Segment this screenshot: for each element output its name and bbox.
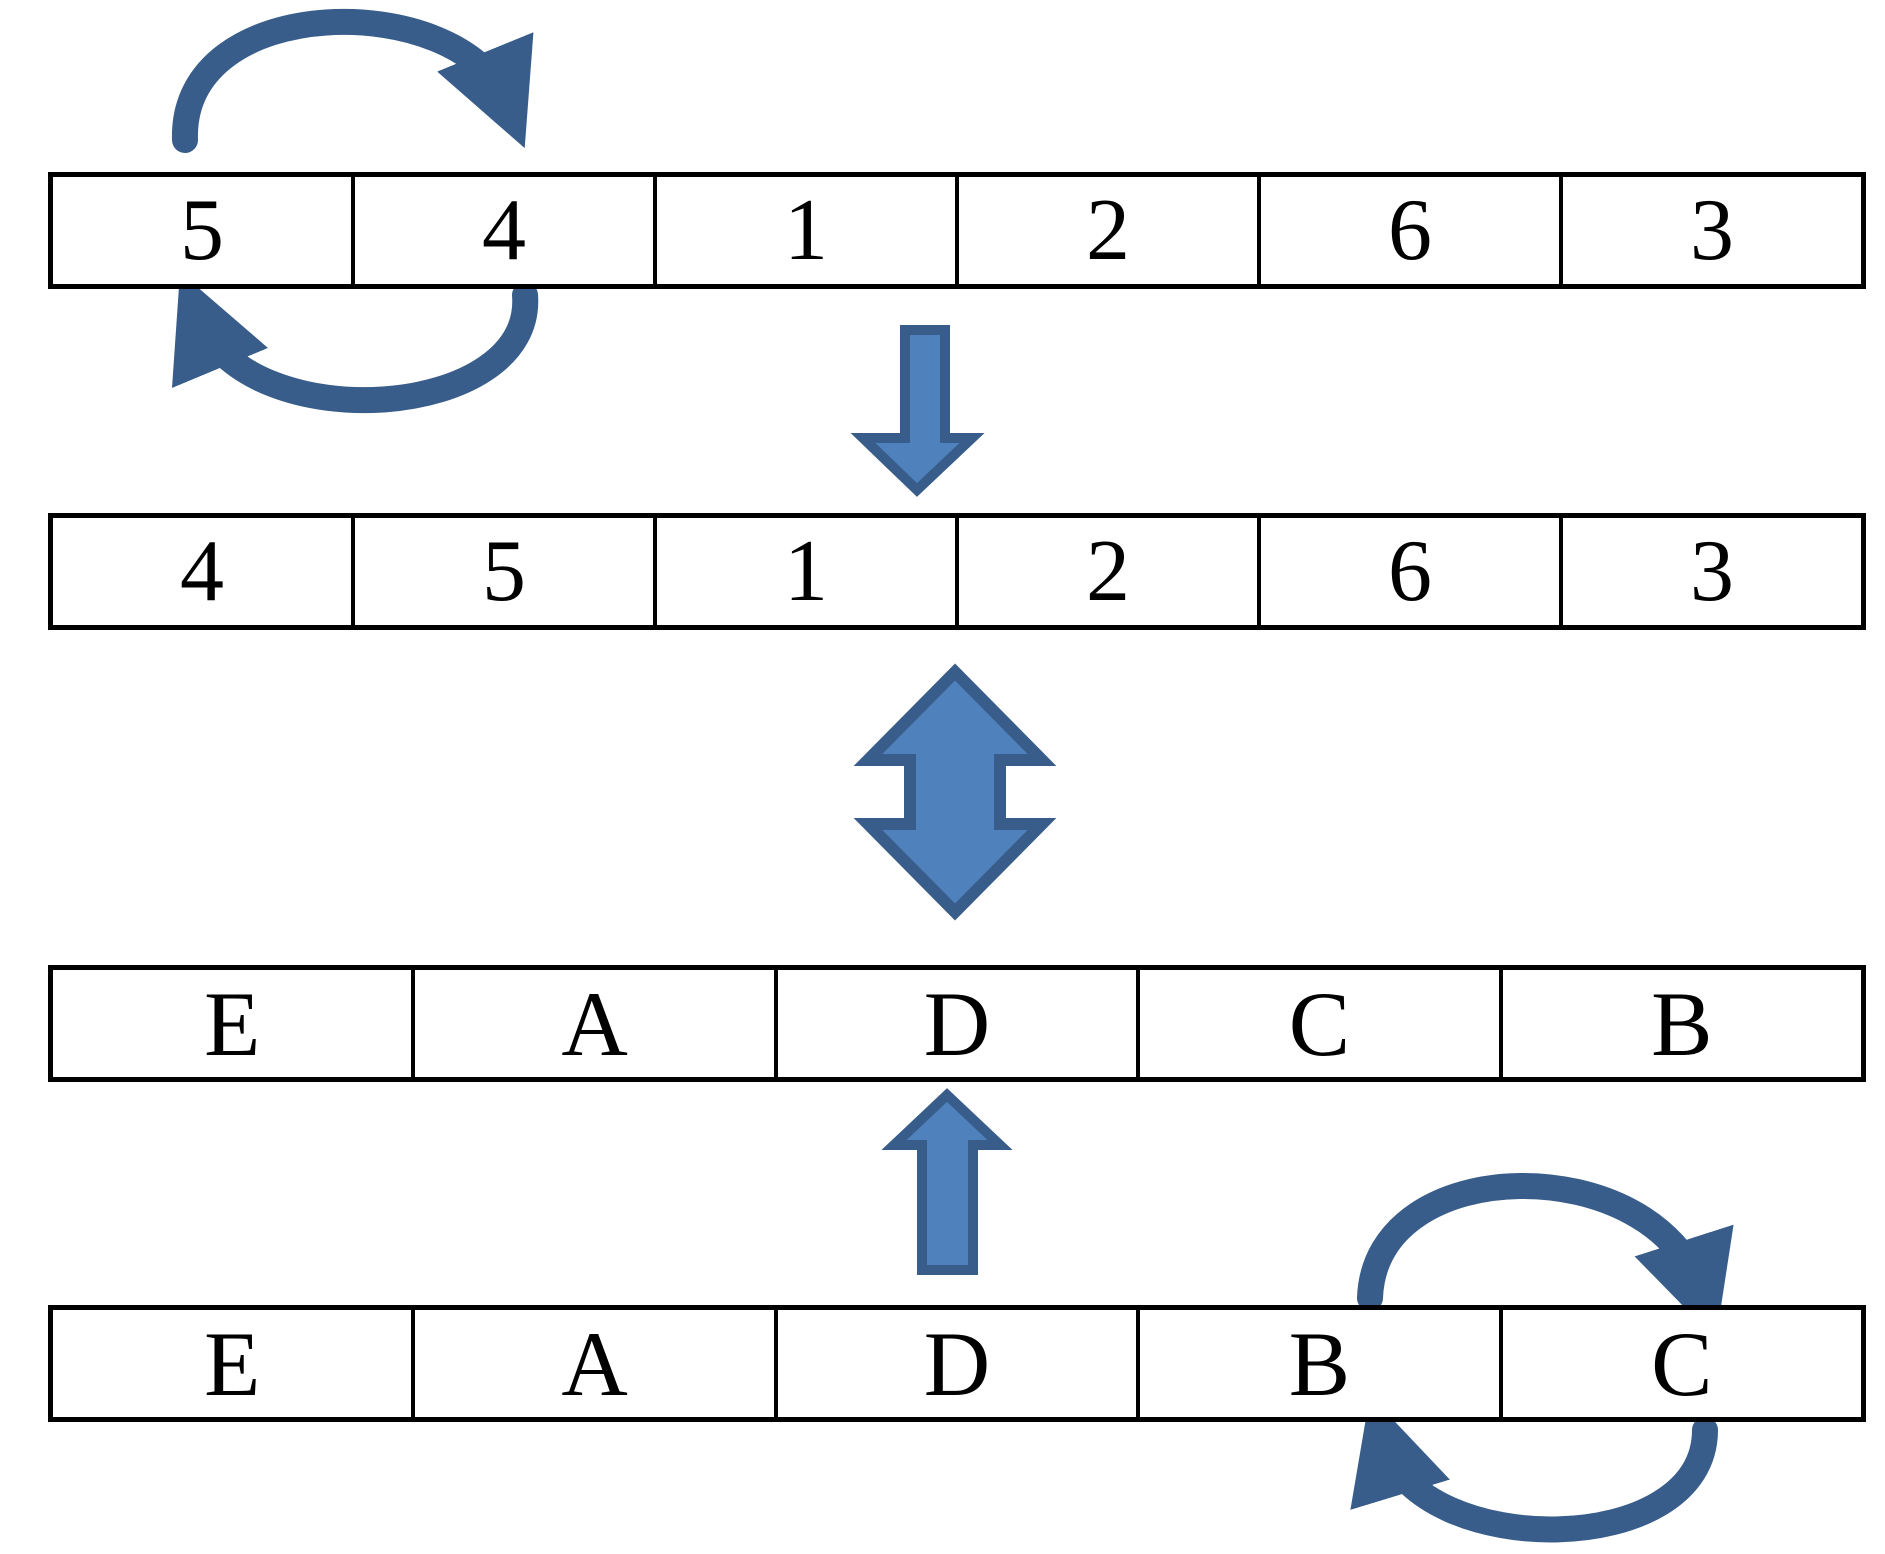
- row-4-cell: B: [1136, 1310, 1498, 1417]
- swap-arrow-bottom-2: [1350, 1395, 1718, 1543]
- row-1-cell: 2: [955, 177, 1257, 284]
- row-1-cell: 4: [351, 177, 653, 284]
- down-arrow: [850, 325, 985, 497]
- row-2-cell: 5: [351, 518, 653, 625]
- row-2-cell: 6: [1257, 518, 1559, 625]
- row-4-cell: A: [411, 1310, 773, 1417]
- row-3-cell: B: [1498, 970, 1861, 1077]
- row-3-cell: A: [411, 970, 773, 1077]
- sequence-row-1: 5 4 1 2 6 3: [48, 172, 1866, 289]
- row-2-cell: 3: [1559, 518, 1861, 625]
- row-1-cell: 5: [180, 181, 224, 279]
- row-2-cell: 2: [955, 518, 1257, 625]
- up-arrow: [881, 1088, 1013, 1275]
- row-3-cell: D: [773, 970, 1136, 1077]
- row-4-cell: E: [204, 1312, 261, 1415]
- row-2-cell: 1: [653, 518, 955, 625]
- sequence-row-2: 4 5 1 2 6 3: [48, 513, 1866, 630]
- row-4-cell: C: [1498, 1310, 1861, 1417]
- sequence-row-3: E A D C B: [48, 965, 1866, 1082]
- sequence-row-4: E A D B C: [48, 1305, 1866, 1422]
- row-3-cell: E: [204, 972, 261, 1075]
- swap-arrow-bottom-1: [172, 272, 539, 414]
- swap-arrow-top-2: [1357, 1173, 1734, 1340]
- swap-arrow-top-1: [171, 8, 534, 153]
- row-1-cell: 6: [1257, 177, 1559, 284]
- double-arrow: [853, 663, 1057, 921]
- row-1-cell: 1: [653, 177, 955, 284]
- row-1-cell: 3: [1559, 177, 1861, 284]
- row-2-cell: 4: [180, 522, 224, 620]
- row-4-cell: D: [773, 1310, 1136, 1417]
- row-3-cell: C: [1136, 970, 1498, 1077]
